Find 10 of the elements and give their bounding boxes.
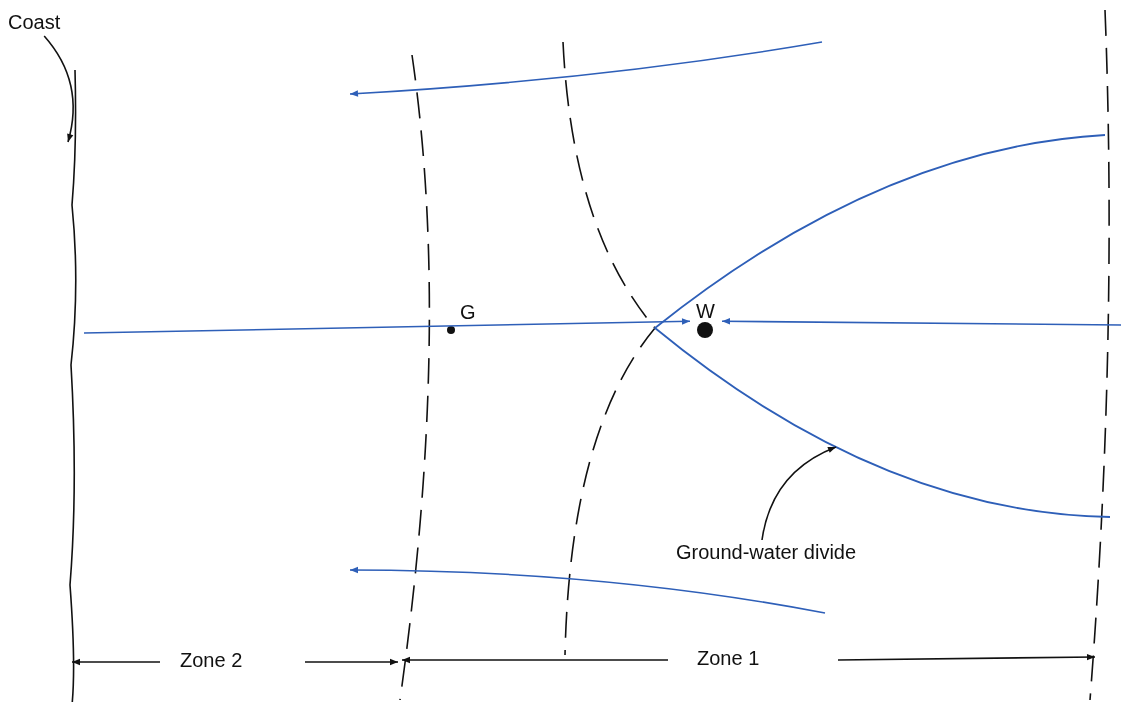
callout-text: Ground-water divide	[676, 542, 857, 562]
zone-label: Zone 2	[180, 650, 243, 670]
callout-text: Coast	[8, 12, 61, 32]
leader-line	[43, 35, 74, 143]
well-label: W	[696, 301, 715, 321]
flow-arrow	[721, 318, 1121, 326]
leader-line	[761, 446, 837, 541]
leader-line	[83, 318, 691, 334]
point-label: G	[460, 302, 476, 322]
zone-label: Zone 1	[697, 648, 760, 668]
